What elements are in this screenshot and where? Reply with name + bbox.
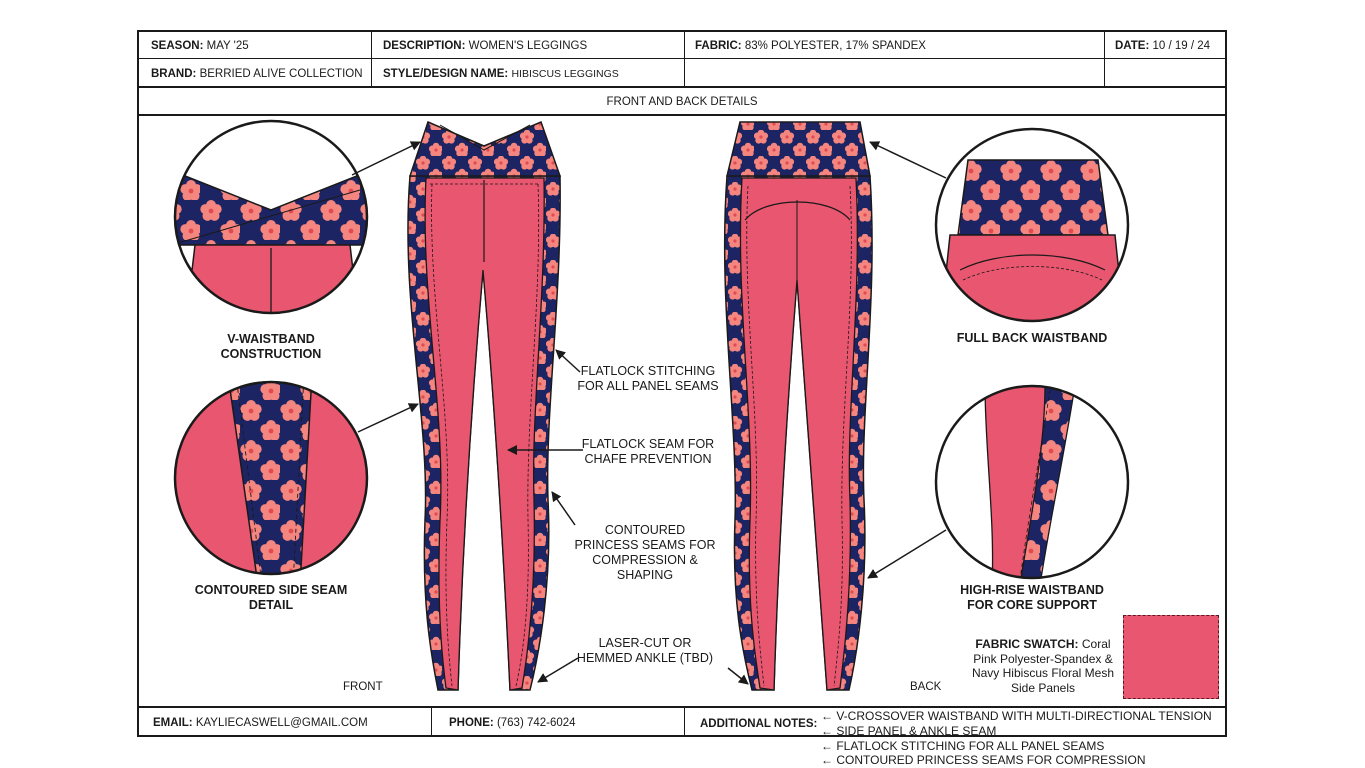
callout-arrows bbox=[351, 141, 947, 685]
detail-high-rise bbox=[936, 386, 1128, 578]
brand-cell: BRAND: BERRIED ALIVE COLLECTION bbox=[151, 68, 363, 80]
label-full-back: FULL BACK WAISTBAND bbox=[956, 331, 1108, 345]
header-col-1 bbox=[371, 31, 372, 86]
style-cell: STYLE/DESIGN NAME: HIBISCUS LEGGINGS bbox=[383, 68, 619, 80]
callout-ankle: LASER-CUT OR HEMMED ANKLE (TBD) bbox=[576, 636, 714, 665]
header-divider-1 bbox=[138, 58, 1226, 59]
tech-pack-frame bbox=[137, 30, 1227, 737]
section-title: FRONT AND BACK DETAILS bbox=[606, 96, 758, 108]
label-back-view: BACK bbox=[910, 681, 942, 693]
label-front-view: FRONT bbox=[343, 681, 383, 693]
email-cell: EMAIL: KAYLIECASWELL@GMAIL.COM bbox=[153, 717, 368, 729]
detail-circle-3-outline bbox=[934, 127, 1130, 323]
fabric-swatch bbox=[1123, 615, 1219, 699]
callout-flatlock-chafe: FLATLOCK SEAM FOR CHAFE PREVENTION bbox=[581, 437, 715, 466]
date-cell: DATE: 10 / 19 / 24 bbox=[1115, 40, 1211, 52]
detail-circle-4-outline bbox=[934, 384, 1130, 580]
label-high-rise: HIGH-RISE WAISTBAND FOR CORE SUPPORT bbox=[960, 583, 1104, 612]
note-line-1: ← V-CROSSOVER WAISTBAND WITH MULTI-DIREC… bbox=[821, 709, 1212, 723]
footer-divider bbox=[138, 706, 1226, 708]
header-col-3 bbox=[1104, 31, 1105, 86]
description-cell: DESCRIPTION: WOMEN'S LEGGINGS bbox=[383, 40, 588, 52]
footer-col-2 bbox=[684, 708, 685, 736]
header-divider-2 bbox=[138, 86, 1226, 88]
footer-col-1 bbox=[431, 708, 432, 736]
header-divider-3 bbox=[138, 114, 1226, 116]
label-side-seam: CONTOURED SIDE SEAM DETAIL bbox=[194, 583, 348, 612]
detail-circle-1-outline bbox=[173, 119, 369, 315]
callout-princess: CONTOURED PRINCESS SEAMS FOR COMPRESSION… bbox=[574, 523, 716, 582]
detail-full-back bbox=[936, 129, 1128, 321]
notes-label: ADDITIONAL NOTES: bbox=[700, 718, 818, 730]
note-line-3: ← FLATLOCK STITCHING FOR ALL PANEL SEAMS bbox=[821, 739, 1105, 753]
fabric-cell: FABRIC: 83% POLYESTER, 17% SPANDEX bbox=[695, 40, 926, 52]
back-leggings bbox=[723, 121, 873, 691]
header-col-2 bbox=[684, 31, 685, 86]
phone-cell: PHONE: (763) 742-6024 bbox=[449, 717, 576, 729]
front-leggings bbox=[407, 120, 562, 691]
detail-circle-2-outline bbox=[173, 380, 369, 576]
label-v-waistband: V-WAISTBAND CONSTRUCTION bbox=[220, 332, 322, 361]
note-line-2: ← SIDE PANEL & ANKLE SEAM bbox=[821, 724, 997, 738]
callout-flatlock-panel: FLATLOCK STITCHING FOR ALL PANEL SEAMS bbox=[577, 364, 719, 393]
detail-side-seam bbox=[175, 382, 367, 574]
fabric-swatch-text: FABRIC SWATCH: Coral Pink Polyester-Span… bbox=[971, 637, 1115, 695]
season-cell: SEASON: MAY '25 bbox=[151, 40, 249, 52]
note-line-4: ← CONTOURED PRINCESS SEAMS FOR COMPRESSI… bbox=[821, 753, 1146, 767]
